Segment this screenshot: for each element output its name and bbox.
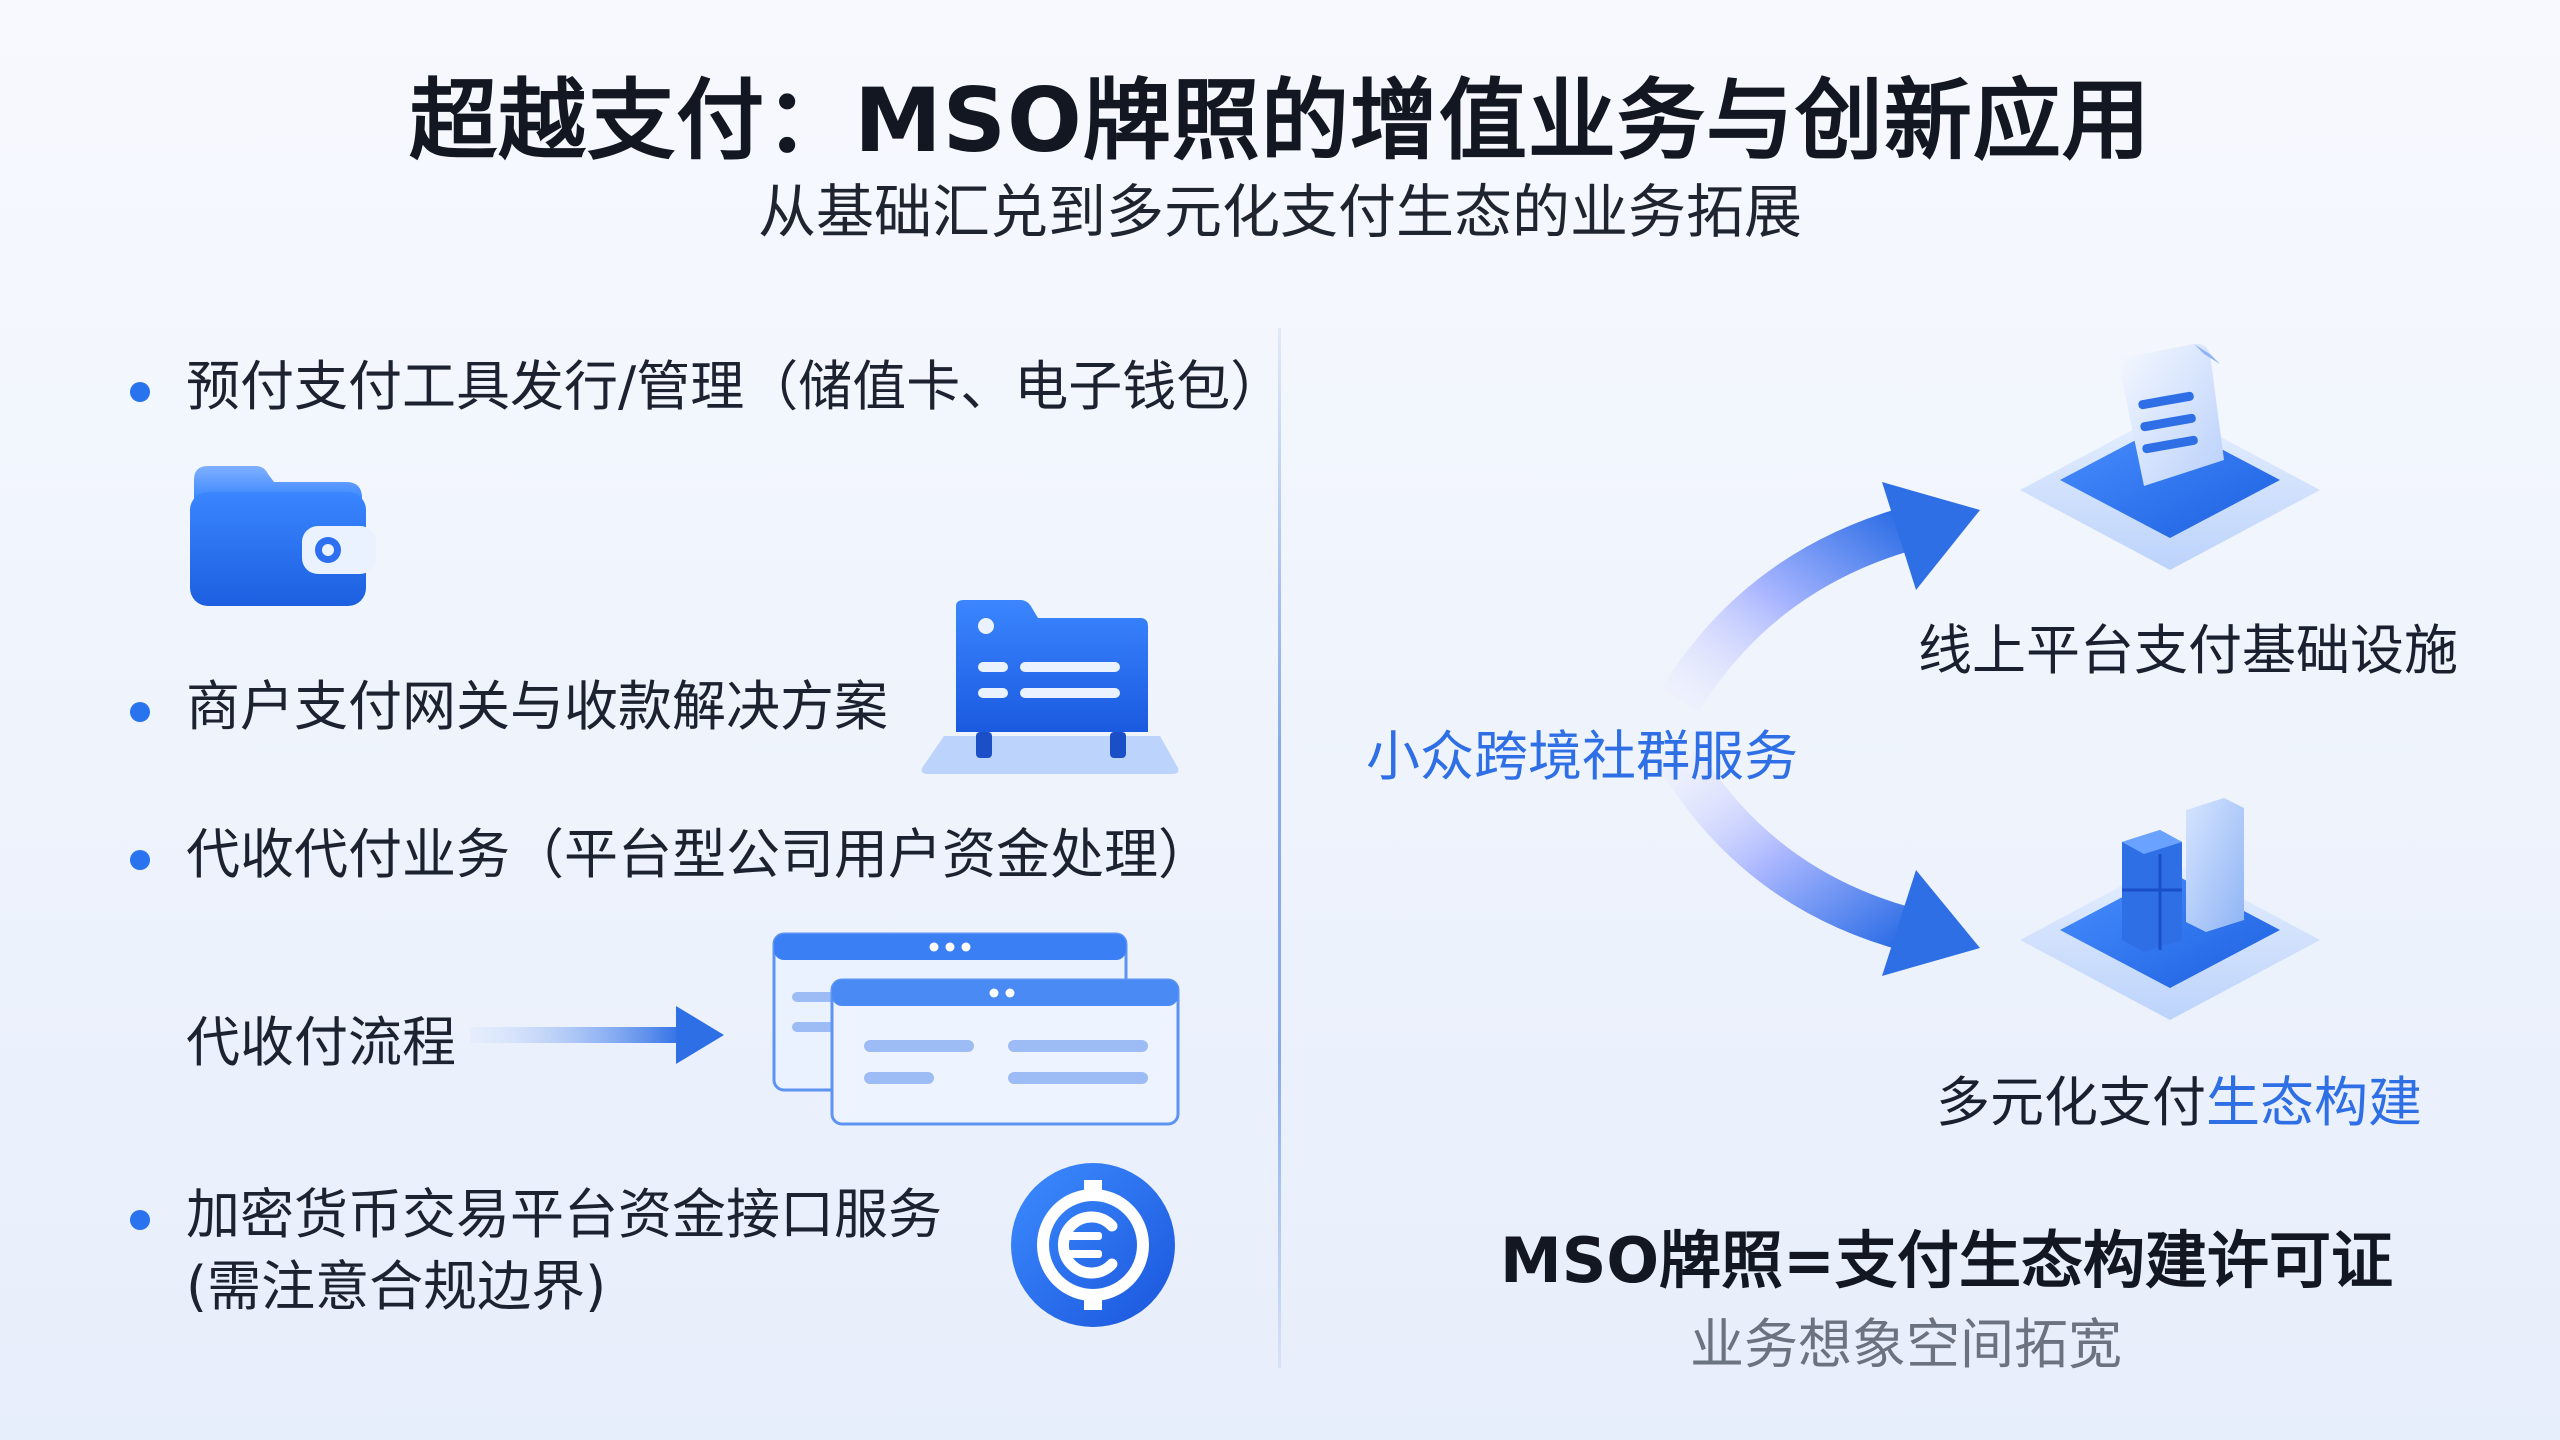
bullet-dot [130, 1210, 150, 1230]
bullet-gateway-text: 商户支付网关与收款解决方案 [186, 675, 888, 738]
top-label: 线上平台支付基础设施 [1918, 606, 2458, 685]
summary-main: MSO牌照=支付生态构建许可证 [1500, 1224, 2394, 1297]
page-title: 超越支付：MSO牌照的增值业务与创新应用 [409, 69, 2151, 172]
flow-label: 代收付流程 [186, 1011, 456, 1074]
flow-arrow-icon [470, 1000, 730, 1070]
top-label-text: 线上平台支付基础设施 [1918, 619, 2458, 682]
center-divider [1278, 328, 1281, 1368]
branch-arrows-icon [1620, 470, 2000, 990]
summary-sub: 业务想象空间拓宽 [1690, 1313, 2122, 1376]
center-label: 小众跨境社群服务 [1366, 725, 1798, 788]
bottom-label-part2: 生态构建 [2206, 1071, 2422, 1134]
bullet-collection-text: 代收代付业务（平台型公司用户资金处理） [186, 823, 1212, 886]
wallet-icon [186, 460, 376, 610]
payment-terminal-icon [920, 600, 1180, 780]
bullet-dot [130, 850, 150, 870]
bottom-label-part1: 多元化支付 [1936, 1071, 2206, 1134]
document-platform-icon [2010, 340, 2330, 580]
bullet-crypto-line1: 加密货币交易平台资金接口服务 [186, 1183, 942, 1246]
bullet-dot [130, 382, 150, 402]
windows-icon [772, 932, 1182, 1128]
bullet-dot [130, 702, 150, 722]
bullet-prepaid-text: 预付支付工具发行/管理（储值卡、电子钱包） [186, 355, 1285, 418]
bullet-crypto-line2: (需注意合规边界) [186, 1255, 607, 1318]
blocks-platform-icon [2010, 790, 2330, 1030]
crypto-coin-icon [1008, 1160, 1178, 1330]
bottom-label: 多元化支付生态构建 [1936, 1058, 2422, 1137]
page-subtitle: 从基础汇兑到多元化支付生态的业务拓展 [757, 178, 1802, 246]
